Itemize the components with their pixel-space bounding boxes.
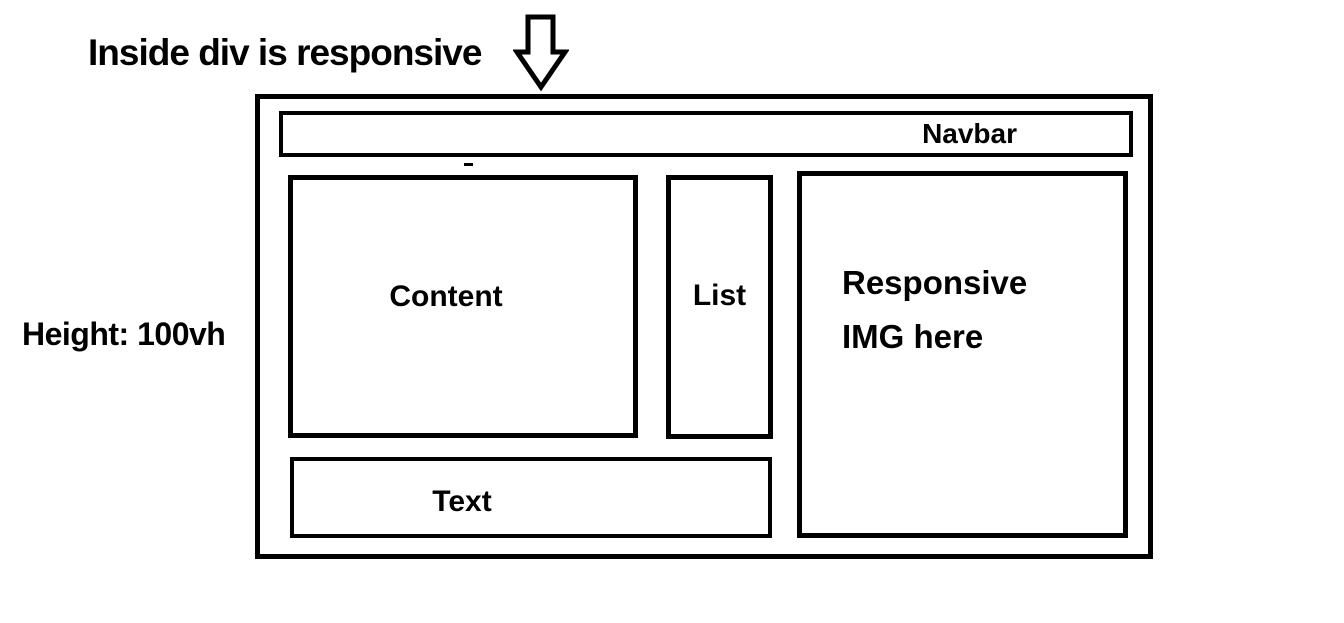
image-label-line1: Responsive <box>842 264 1028 301</box>
height-annotation: Height: 100vh <box>22 315 226 352</box>
text-label: Text <box>432 484 492 518</box>
wireframe-list: List <box>666 175 773 439</box>
stray-tick-mark <box>464 163 473 166</box>
heading-annotation: Inside div is responsive <box>88 32 482 73</box>
wireframe-navbar: Navbar <box>279 111 1133 157</box>
wireframe-content: Content <box>288 175 638 438</box>
content-label: Content <box>389 279 503 313</box>
wireframe-image-placeholder: Responsive IMG here <box>797 171 1128 538</box>
list-label: List <box>692 279 747 312</box>
navbar-label: Navbar <box>922 118 1017 149</box>
image-label-line2: IMG here <box>842 318 984 355</box>
down-arrow-icon <box>512 10 570 92</box>
wireframe-text: Text <box>290 457 772 538</box>
